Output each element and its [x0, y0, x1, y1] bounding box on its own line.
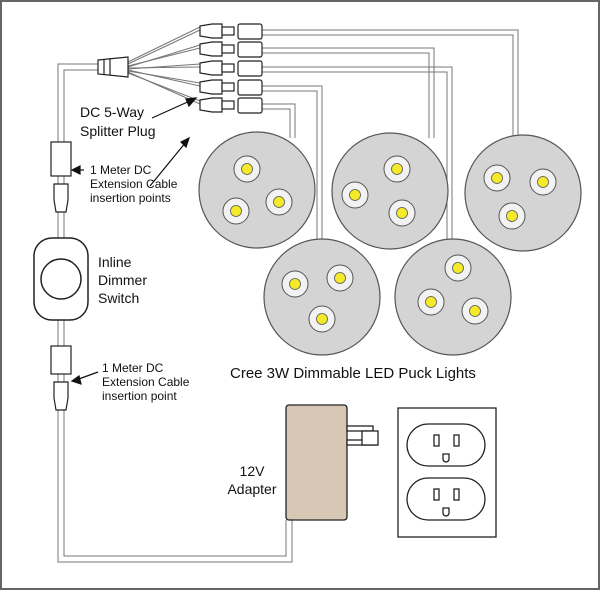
female-connector-bottom — [50, 345, 72, 375]
puck-light — [263, 238, 381, 356]
ext-cable-top-label-line1: 1 Meter DC — [90, 163, 152, 177]
splitter-connector — [199, 60, 263, 77]
puck-light — [464, 134, 582, 252]
ext-cable-top-label-line2: Extension Cable — [90, 177, 178, 191]
splitter-connector — [199, 23, 263, 40]
power-adapter — [285, 404, 379, 521]
outlet-receptacle — [406, 423, 486, 467]
male-plug-bottom — [53, 381, 69, 411]
wall-outlet — [397, 407, 497, 538]
splitter-label-line1: DC 5-Way — [80, 104, 144, 120]
wires — [57, 26, 519, 563]
dimmer-knob — [40, 258, 82, 300]
splitter-connectors — [199, 23, 263, 114]
dimmer-label-line2: Dimmer — [98, 272, 147, 288]
splitter-connector — [199, 41, 263, 58]
dimmer-label-line1: Inline — [98, 254, 132, 270]
splitter-label-line2: Splitter Plug — [80, 123, 155, 139]
adapter-label-line2: Adapter — [227, 481, 276, 497]
ext-cable-bottom-label-line2: Extension Cable — [102, 375, 190, 389]
inline-dimmer-switch — [33, 237, 89, 321]
ext-cable-bottom-label-line3: insertion point — [102, 389, 177, 403]
splitter-connector — [199, 97, 263, 114]
puck-light — [331, 132, 449, 250]
adapter-label-line1: 12V — [240, 463, 266, 479]
adapter-prong — [346, 425, 374, 432]
female-connector-top — [50, 141, 72, 177]
male-plug-top — [53, 183, 69, 213]
splitter-plug — [97, 56, 129, 78]
puck-light — [198, 131, 316, 249]
dimmer-label-line3: Switch — [98, 290, 139, 306]
ext-cable-top-label-line3: insertion points — [90, 191, 171, 205]
callout-arrows — [70, 97, 198, 385]
cable-connectors — [50, 141, 72, 411]
splitter-connector — [199, 79, 263, 96]
puck-lights-caption: Cree 3W Dimmable LED Puck Lights — [230, 365, 476, 382]
outlet-receptacle — [406, 477, 486, 521]
puck-light — [394, 238, 512, 356]
ext-cable-bottom-label-line1: 1 Meter DC — [102, 361, 164, 375]
